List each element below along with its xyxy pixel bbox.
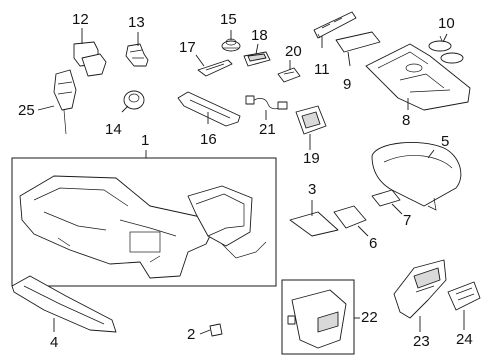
part-20-connector [277,67,301,83]
leader-6 [357,225,369,237]
part-21-harness [245,95,288,110]
callout-24: 24 [456,331,473,348]
part-25-shift-knob [53,69,77,135]
part-5-armrest-lid [371,142,462,211]
part-19-control-unit [295,105,327,135]
leader-2 [199,329,211,335]
part-14-socket [123,90,145,110]
callout-8: 8 [402,112,411,129]
part-12-switch [73,41,107,77]
leader-18 [255,43,259,55]
leader-7 [391,203,403,215]
callout-23: 23 [413,333,430,350]
callout-17: 17 [179,39,196,56]
part-4-side-finisher [11,275,117,333]
callout-20: 20 [285,43,302,60]
callout-5: 5 [441,133,450,150]
leader-25 [37,105,55,111]
part-2-clip [209,323,223,337]
part-22-cover [287,289,347,349]
part-17-bezel [197,59,233,77]
leader-5 [427,149,435,159]
part-16-bracket [177,91,241,127]
callout-18: 18 [251,27,268,44]
callout-2: 2 [187,326,196,343]
leader-14 [121,105,129,113]
part-1-frame [11,157,277,287]
leader-9 [347,51,351,67]
callout-7: 7 [403,212,412,229]
callout-22: 22 [361,309,378,326]
part-11-panel [313,11,357,39]
part-18-switch [243,51,271,67]
part-9-pad [335,31,381,53]
leader-10 [442,33,448,43]
part-23-switch-panel [393,259,447,319]
part-24-vent [447,281,481,311]
part-1-console [19,175,267,279]
part-3-mat [289,211,339,237]
part-10-insert [428,35,464,64]
callout-13: 13 [128,14,145,31]
callout-14: 14 [105,121,122,138]
callout-21: 21 [259,121,276,138]
callout-25: 25 [18,102,35,119]
leader-17 [195,54,205,67]
callout-3: 3 [308,181,317,198]
callout-6: 6 [369,235,378,252]
callout-19: 19 [303,150,320,167]
callout-9: 9 [343,76,352,93]
callout-10: 10 [438,15,455,32]
part-13-clip [125,43,149,67]
part-6-mat [333,205,367,229]
callout-4: 4 [50,334,59,351]
callout-15: 15 [220,11,237,28]
callout-1: 1 [141,132,150,149]
part-15-knob [221,38,241,52]
callout-12: 12 [72,11,89,28]
part-8-finisher [365,43,471,111]
part-7-mat [371,189,401,207]
callout-16: 16 [200,131,217,148]
part-22-frame [281,279,355,355]
callout-11: 11 [314,61,330,78]
